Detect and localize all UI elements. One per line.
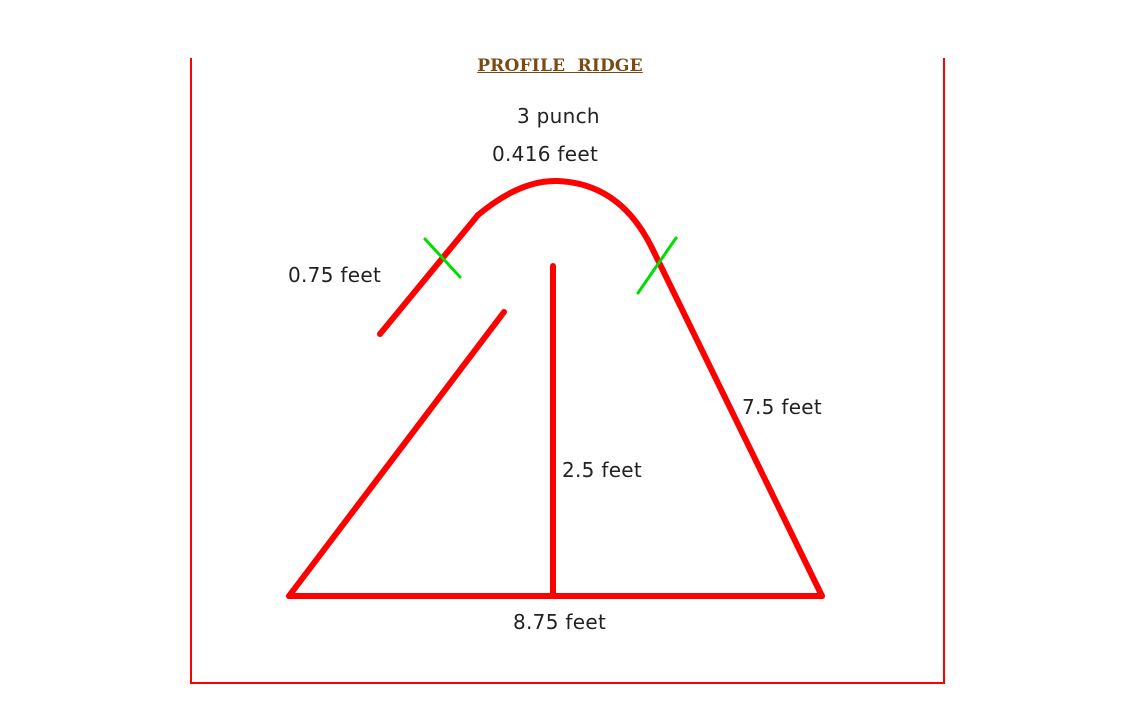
hem-length-label: 0.75 feet xyxy=(288,263,382,287)
curve-length-label: 0.416 feet xyxy=(492,142,599,166)
bend-mark-left xyxy=(423,237,462,279)
punch-label: 3 punch xyxy=(517,104,600,128)
drawing-frame xyxy=(190,58,945,684)
hem-segment xyxy=(377,212,481,337)
page-title: PROFILE RIDGE xyxy=(477,56,643,76)
base-length-label: 8.75 feet xyxy=(513,610,607,634)
left-slope-line xyxy=(286,309,507,599)
bend-mark-right xyxy=(636,236,678,295)
right-slope-line xyxy=(649,245,825,599)
slope-length-label: 7.5 feet xyxy=(742,395,823,419)
ridge-curve xyxy=(475,177,655,251)
height-label: 2.5 feet xyxy=(562,458,643,482)
